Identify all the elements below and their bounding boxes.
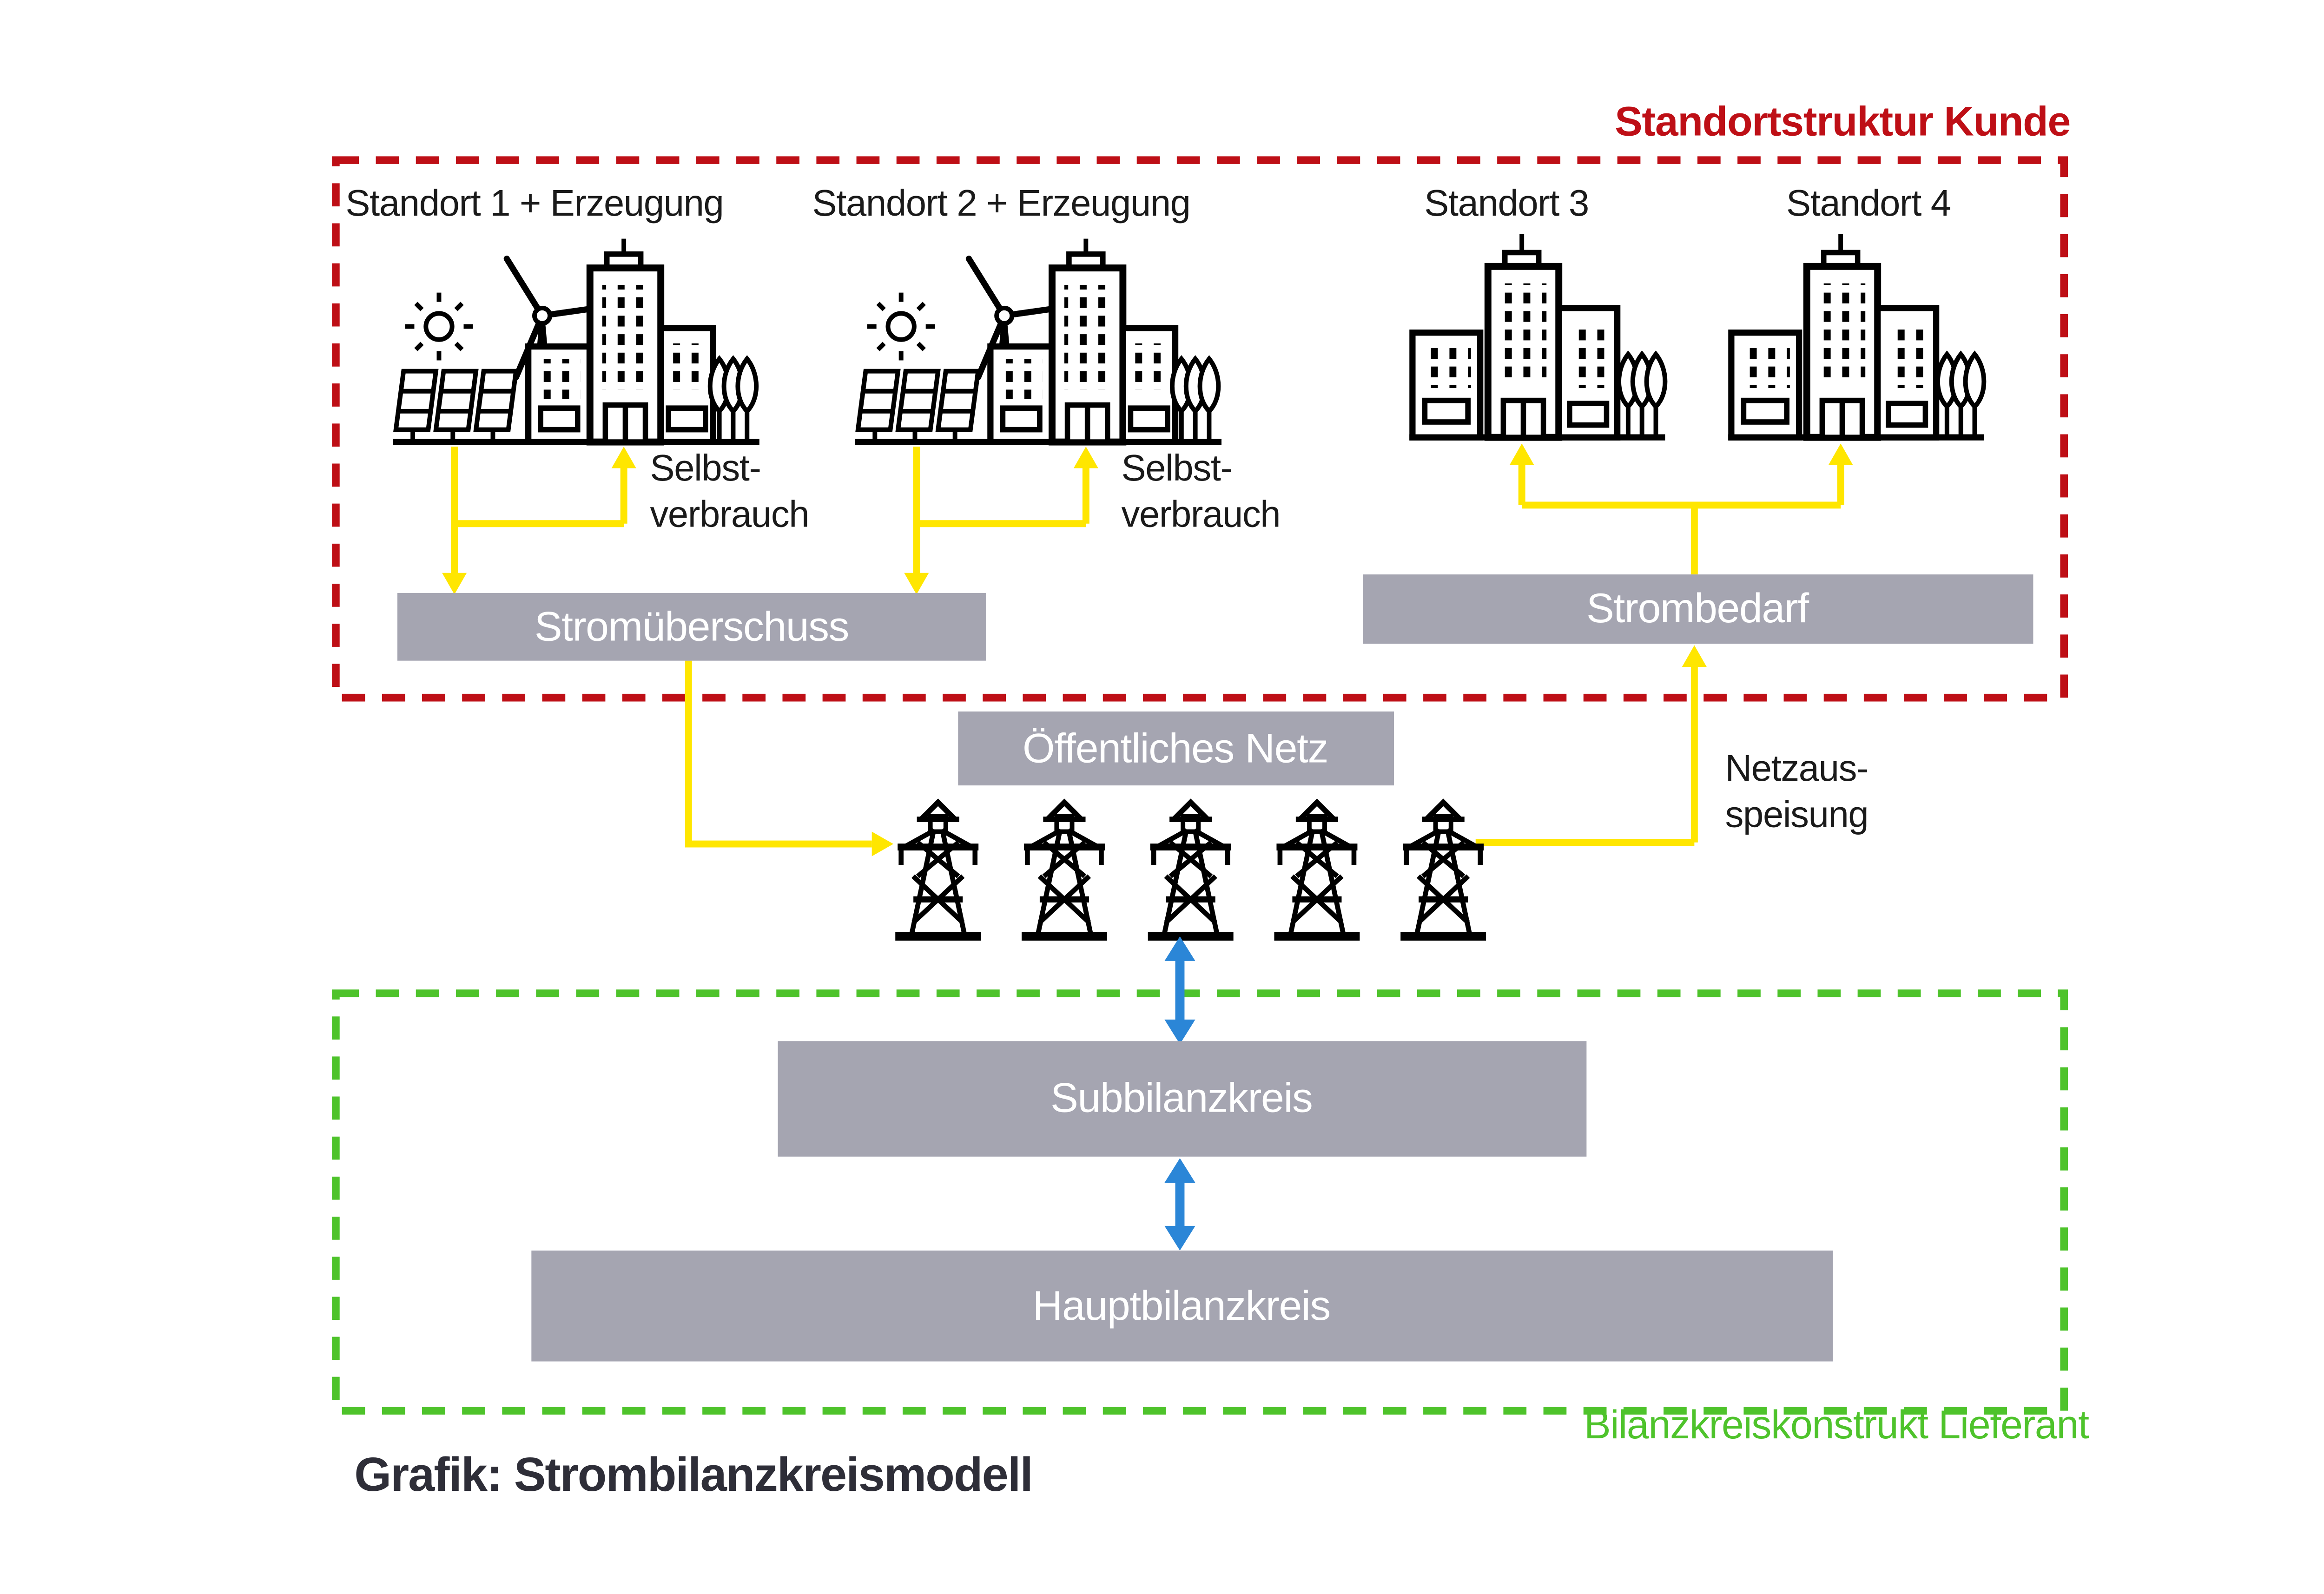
grid-feed-flow xyxy=(1475,662,1698,846)
site-3-buildings-icon xyxy=(1409,234,1665,437)
site-3-label: Standort 3 xyxy=(1424,182,1589,224)
public-grid-node-label: Öffentliches Netz xyxy=(1023,725,1328,771)
demand-to-sites-flow xyxy=(1518,462,1844,575)
self-consumption-flow-2 xyxy=(913,447,1089,576)
self-consumption-flow-1 xyxy=(451,447,627,576)
grid-feed-label-line1: Netzaus- xyxy=(1725,747,1868,789)
transmission-tower-icon xyxy=(899,803,977,936)
self-consumption-2-label-line1: Selbst- xyxy=(1122,447,1232,488)
transmission-tower-icon xyxy=(1152,803,1229,936)
site-4-buildings-icon xyxy=(1728,234,1984,437)
sub-balance-node-label: Subbilanzkreis xyxy=(1050,1074,1312,1121)
surplus-to-grid-flow xyxy=(685,660,872,848)
surplus-node-label: Stromüberschuss xyxy=(535,603,849,650)
grid-feed-label-line2: speisung xyxy=(1725,794,1868,835)
demand-node xyxy=(1363,574,2034,644)
supplier-region-box xyxy=(332,989,2068,1415)
public-grid-node xyxy=(958,711,1394,786)
customer-region-box xyxy=(332,156,2068,702)
transmission-tower-icon xyxy=(1405,803,1482,936)
transmission-tower-icon xyxy=(1026,803,1103,936)
main-balance-node xyxy=(531,1250,1833,1362)
supplier-region-label: Bilanzkreiskonstrukt Lieferant xyxy=(1584,1403,2089,1447)
demand-node-label: Strombedarf xyxy=(1586,585,1809,631)
sub-balance-node xyxy=(778,1041,1587,1157)
subbalance-mainbalance-link xyxy=(1164,1158,1195,1251)
site-4-label: Standort 4 xyxy=(1786,182,1951,224)
site-2-label: Standort 2 + Erzeugung xyxy=(812,182,1190,224)
main-balance-node-label: Hauptbilanzkreis xyxy=(1033,1282,1330,1329)
grid-subbalance-link xyxy=(1164,936,1195,1044)
self-consumption-2-label-line2: verbrauch xyxy=(1122,493,1281,534)
surplus-node xyxy=(397,593,986,661)
customer-region-label: Standortstruktur Kunde xyxy=(1615,98,2070,145)
diagram-caption: Grafik: Strombilanzkreismodell xyxy=(354,1448,1032,1501)
transmission-towers xyxy=(899,803,1482,936)
yellow-arrowheads xyxy=(442,443,1853,856)
transmission-tower-icon xyxy=(1279,803,1356,936)
self-consumption-1-label-line1: Selbst- xyxy=(650,447,760,488)
site-2-generation-icon xyxy=(855,239,1221,442)
site-1-label: Standort 1 + Erzeugung xyxy=(345,182,723,224)
site-1-generation-icon xyxy=(393,239,759,442)
self-consumption-1-label-line2: verbrauch xyxy=(650,493,809,534)
